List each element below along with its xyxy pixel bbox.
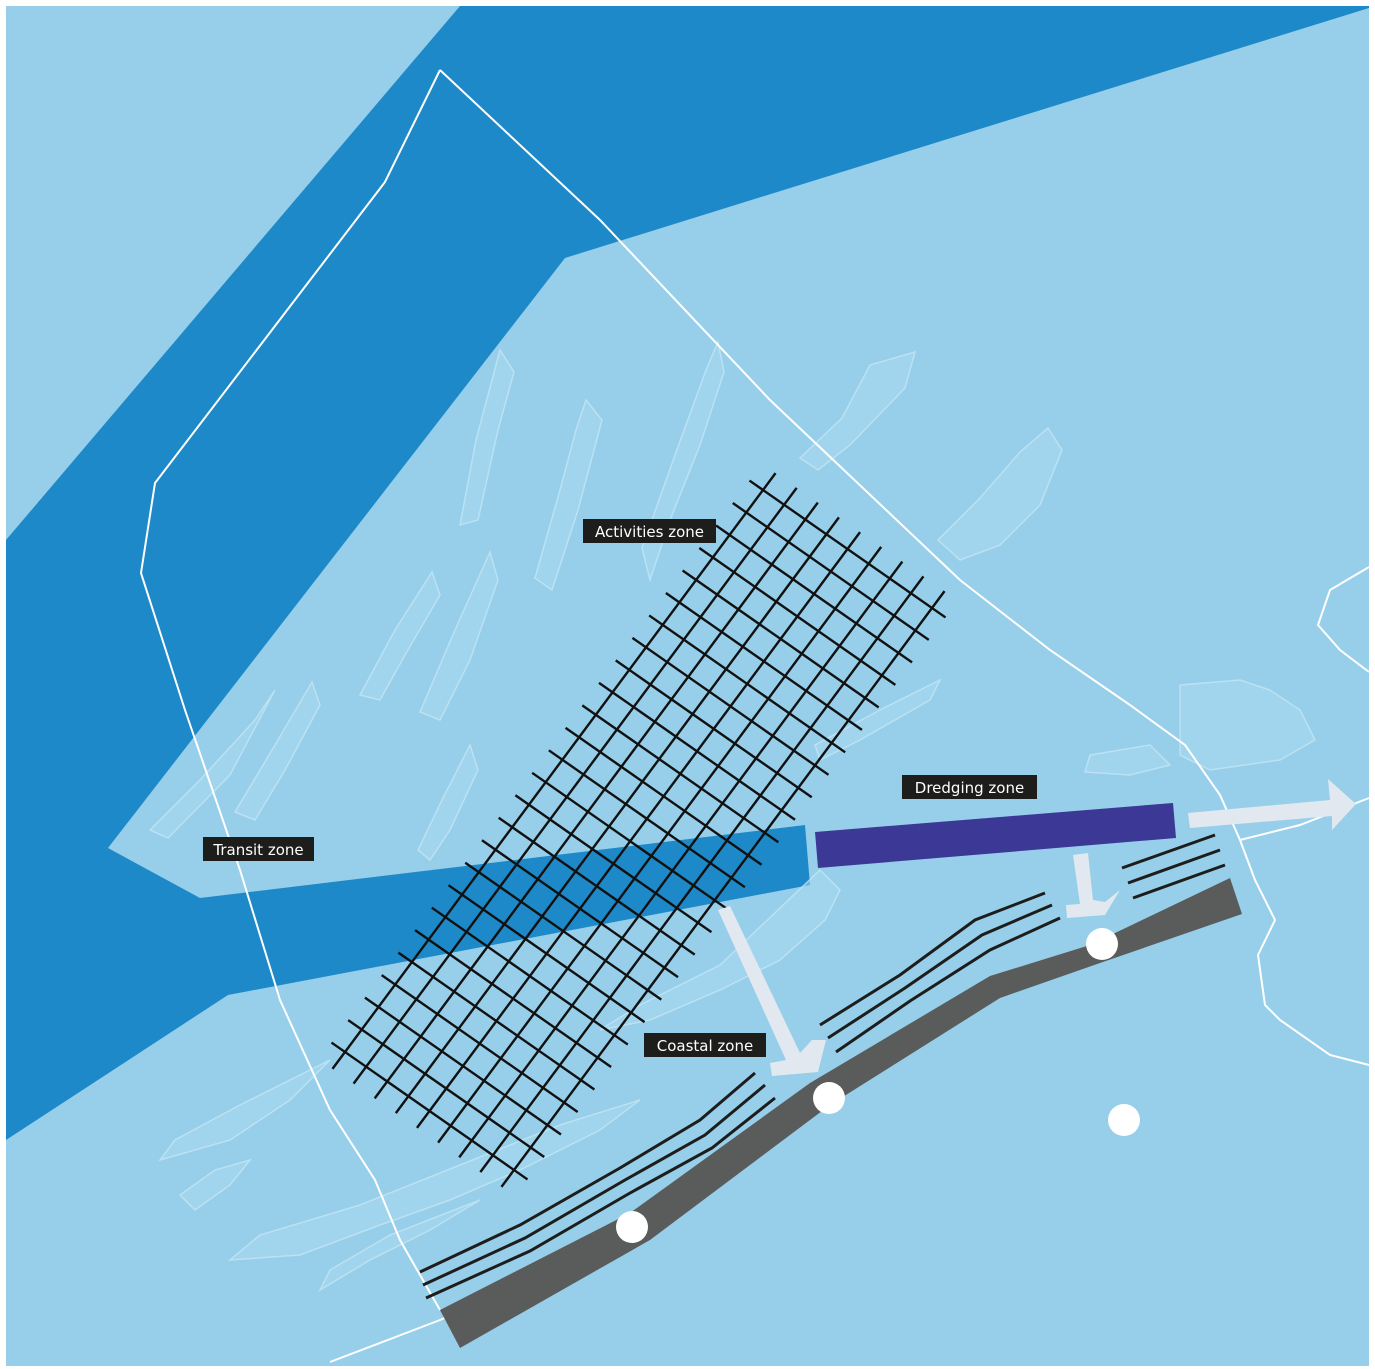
arrow-down-right-icon <box>718 906 826 1076</box>
grid-line <box>380 974 579 1113</box>
grid-line <box>458 560 904 1159</box>
grid-line <box>497 816 696 956</box>
grid-line <box>373 501 819 1100</box>
grid-line <box>414 929 612 1069</box>
grid-line <box>500 590 946 1188</box>
grid-line <box>564 726 763 866</box>
grid-line <box>347 1019 545 1158</box>
sandbank <box>233 680 321 821</box>
grid-line <box>648 614 846 754</box>
grid-line <box>748 479 947 619</box>
sandbank <box>178 1158 253 1211</box>
markers <box>616 928 1140 1243</box>
grid-line <box>698 547 897 686</box>
grid-line <box>352 487 798 1085</box>
coastal-zone-text: Coastal zone <box>657 1037 753 1055</box>
coastal-zone-label: Coastal zone <box>644 1033 766 1057</box>
harbour-marker <box>1086 928 1118 960</box>
harbour-marker <box>616 1211 648 1243</box>
grid-line <box>394 516 840 1114</box>
sandbank <box>534 398 603 592</box>
grid-line <box>447 884 646 1024</box>
activities-zone-label: Activities zone <box>583 519 716 543</box>
grid-line <box>464 861 662 1001</box>
grid-line <box>514 794 713 934</box>
sandbank <box>417 743 479 862</box>
grid-line <box>330 1041 529 1181</box>
sandbank <box>1084 744 1172 776</box>
dredging-zone-text: Dredging zone <box>915 779 1024 797</box>
grid-line <box>715 524 913 664</box>
grid-line <box>331 472 777 1070</box>
grid-line <box>364 996 562 1136</box>
harbour-marker <box>813 1082 845 1114</box>
grid-line <box>481 839 679 979</box>
sandbank <box>1179 679 1316 771</box>
grid-line <box>531 771 729 911</box>
transit-zone-text: Transit zone <box>212 841 303 859</box>
dredging-zone <box>815 803 1176 868</box>
grid-line <box>665 591 863 731</box>
coastal-hatching <box>419 833 1226 1300</box>
arrow-right-icon <box>1188 779 1356 830</box>
sandbank <box>148 689 276 839</box>
zone-boundary <box>139 69 441 1311</box>
sandbank <box>599 868 841 1031</box>
grid-line <box>615 659 813 799</box>
dredging-zone-label: Dredging zone <box>902 775 1037 799</box>
sandbank <box>798 350 917 471</box>
activities-grid <box>330 472 947 1188</box>
grid-line <box>415 531 862 1129</box>
sandbank <box>318 1199 481 1292</box>
zone-boundary <box>1316 566 1370 673</box>
arrow-down-icon <box>1066 853 1120 918</box>
grid-line <box>431 906 629 1046</box>
grid-line <box>598 681 796 821</box>
flow-arrows <box>718 779 1356 1076</box>
sandbank <box>158 1059 331 1162</box>
sandbank <box>936 426 1063 561</box>
grid-line <box>437 546 883 1144</box>
deep-channel <box>6 6 1369 1140</box>
sandbank <box>419 549 499 721</box>
grid-line <box>479 575 925 1173</box>
grid-line <box>732 502 930 641</box>
grid-line <box>631 636 830 776</box>
grid-line <box>581 704 780 844</box>
sandbank <box>459 348 515 527</box>
grid-line <box>548 749 746 889</box>
grid-line <box>681 569 880 709</box>
harbour-marker <box>1108 1104 1140 1136</box>
grid-line <box>397 951 596 1091</box>
sandbank <box>358 570 441 701</box>
transit-zone-label: Transit zone <box>203 837 314 861</box>
activities-zone-text: Activities zone <box>595 523 704 541</box>
